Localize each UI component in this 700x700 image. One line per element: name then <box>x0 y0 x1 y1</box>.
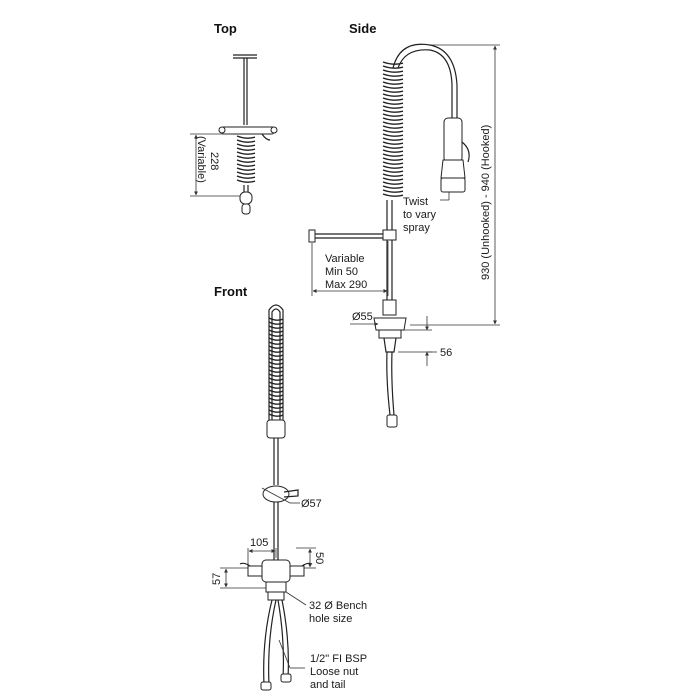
front-right-dimension <box>296 547 316 569</box>
front-left-dimension <box>220 567 266 589</box>
bsp-note-line1: 1/2" FI BSP <box>310 653 367 665</box>
spray-leader <box>440 192 450 201</box>
top-variable-label: (Variable) <box>195 136 207 183</box>
spray-note-line3: spray <box>403 222 430 234</box>
bench-note-line2: hole size <box>309 613 352 625</box>
arm-label-line2: Min 50 <box>325 266 358 278</box>
arm-label-line1: Variable <box>325 253 365 265</box>
spring-coil <box>268 317 284 417</box>
arm-dimension <box>311 241 389 296</box>
front-width-dimension <box>247 548 277 566</box>
bench-leader <box>285 591 307 606</box>
side-view-heading: Side <box>349 21 376 36</box>
base-depth-label: 56 <box>440 347 452 359</box>
spray-note-line1: Twist <box>403 196 428 208</box>
top-height-label: 228 <box>208 152 220 170</box>
front-left-label: 57 <box>211 573 223 585</box>
top-view-heading: Top <box>214 21 237 36</box>
front-view-drawing <box>239 304 313 691</box>
arm-label-line3: Max 290 <box>325 279 367 291</box>
spring-coil <box>382 61 404 197</box>
top-view-drawing <box>218 54 278 215</box>
top-height-dimension <box>190 133 240 197</box>
base-depth-dimension <box>398 316 437 366</box>
bench-note-line1: 32 Ø Bench <box>309 600 367 612</box>
front-diameter-label: Ø57 <box>301 498 322 510</box>
front-width-label: 105 <box>250 537 268 549</box>
front-diameter-dimension <box>261 487 300 504</box>
front-right-label: 50 <box>313 552 325 564</box>
spray-note-line2: to vary <box>403 209 437 221</box>
spring-coil <box>236 135 256 183</box>
bsp-note-line2: Loose nut <box>310 666 358 678</box>
side-height-label: 930 (Unhooked) - 940 (Hooked) <box>480 125 492 280</box>
side-view-drawing <box>308 43 470 428</box>
side-height-dimension <box>410 44 500 326</box>
front-view-heading: Front <box>214 284 248 299</box>
bsp-note-line3: and tail <box>310 679 345 691</box>
bsp-leader <box>278 639 305 669</box>
base-diameter-label: Ø55 <box>352 311 373 323</box>
